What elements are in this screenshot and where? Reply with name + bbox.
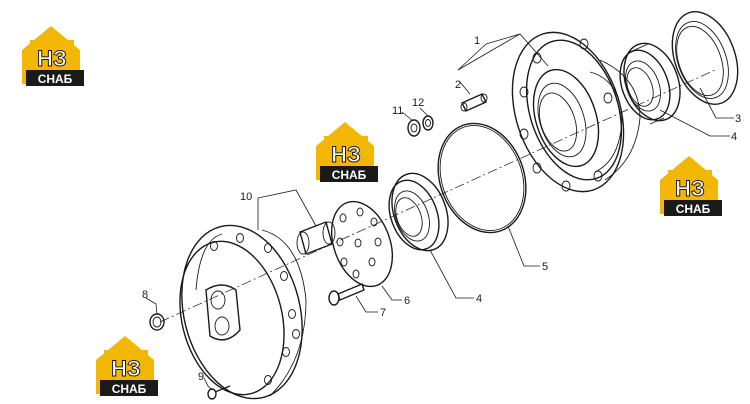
callout-4-lower: 4 <box>476 293 482 305</box>
part-bolt <box>328 283 365 306</box>
callout-12: 12 <box>412 97 424 109</box>
callout-3: 3 <box>735 113 741 125</box>
leader-lines <box>145 33 734 391</box>
part-sleeve <box>296 221 336 255</box>
part-housing <box>179 224 307 400</box>
svg-text:СНАБ: СНАБ <box>112 382 147 396</box>
callout-labels: 1 2 3 4 4 5 6 7 8 9 10 11 12 <box>142 35 741 383</box>
callout-1: 1 <box>474 35 480 47</box>
part-hub-flange <box>511 31 641 193</box>
part-bearing-lower <box>388 172 449 252</box>
part-screw <box>207 385 231 400</box>
callout-8: 8 <box>142 289 148 301</box>
svg-text:НЗ: НЗ <box>675 176 705 201</box>
watermark-logo-center: НЗ СНАБ <box>316 122 378 182</box>
callout-7: 7 <box>380 307 386 319</box>
watermark-logo-top-left: НЗ СНАБ <box>22 26 84 86</box>
svg-text:СНАБ: СНАБ <box>332 168 367 182</box>
part-bearing-upper <box>619 42 681 125</box>
part-nut-washer <box>407 115 434 137</box>
callout-11: 11 <box>392 105 403 117</box>
callout-5: 5 <box>542 261 548 273</box>
callout-4-upper: 4 <box>731 131 737 143</box>
svg-text:СНАБ: СНАБ <box>676 202 711 216</box>
svg-text:НЗ: НЗ <box>111 356 141 381</box>
part-stud-pin <box>460 93 488 112</box>
watermark-logo-right: НЗ СНАБ <box>660 156 722 216</box>
svg-text:НЗ: НЗ <box>331 142 361 167</box>
watermark-logo-bottom-left: НЗ СНАБ <box>96 336 158 396</box>
part-o-ring <box>437 122 527 234</box>
callout-2: 2 <box>455 79 461 91</box>
callout-6: 6 <box>404 295 410 307</box>
part-perforated-disc <box>330 200 394 288</box>
part-seal-ring-outer <box>671 11 739 105</box>
callout-10: 10 <box>240 191 252 203</box>
part-plug <box>149 313 165 331</box>
svg-text:СНАБ: СНАБ <box>38 72 73 86</box>
svg-text:НЗ: НЗ <box>37 46 67 71</box>
assembly-axis <box>159 69 716 323</box>
callout-9: 9 <box>198 371 204 383</box>
